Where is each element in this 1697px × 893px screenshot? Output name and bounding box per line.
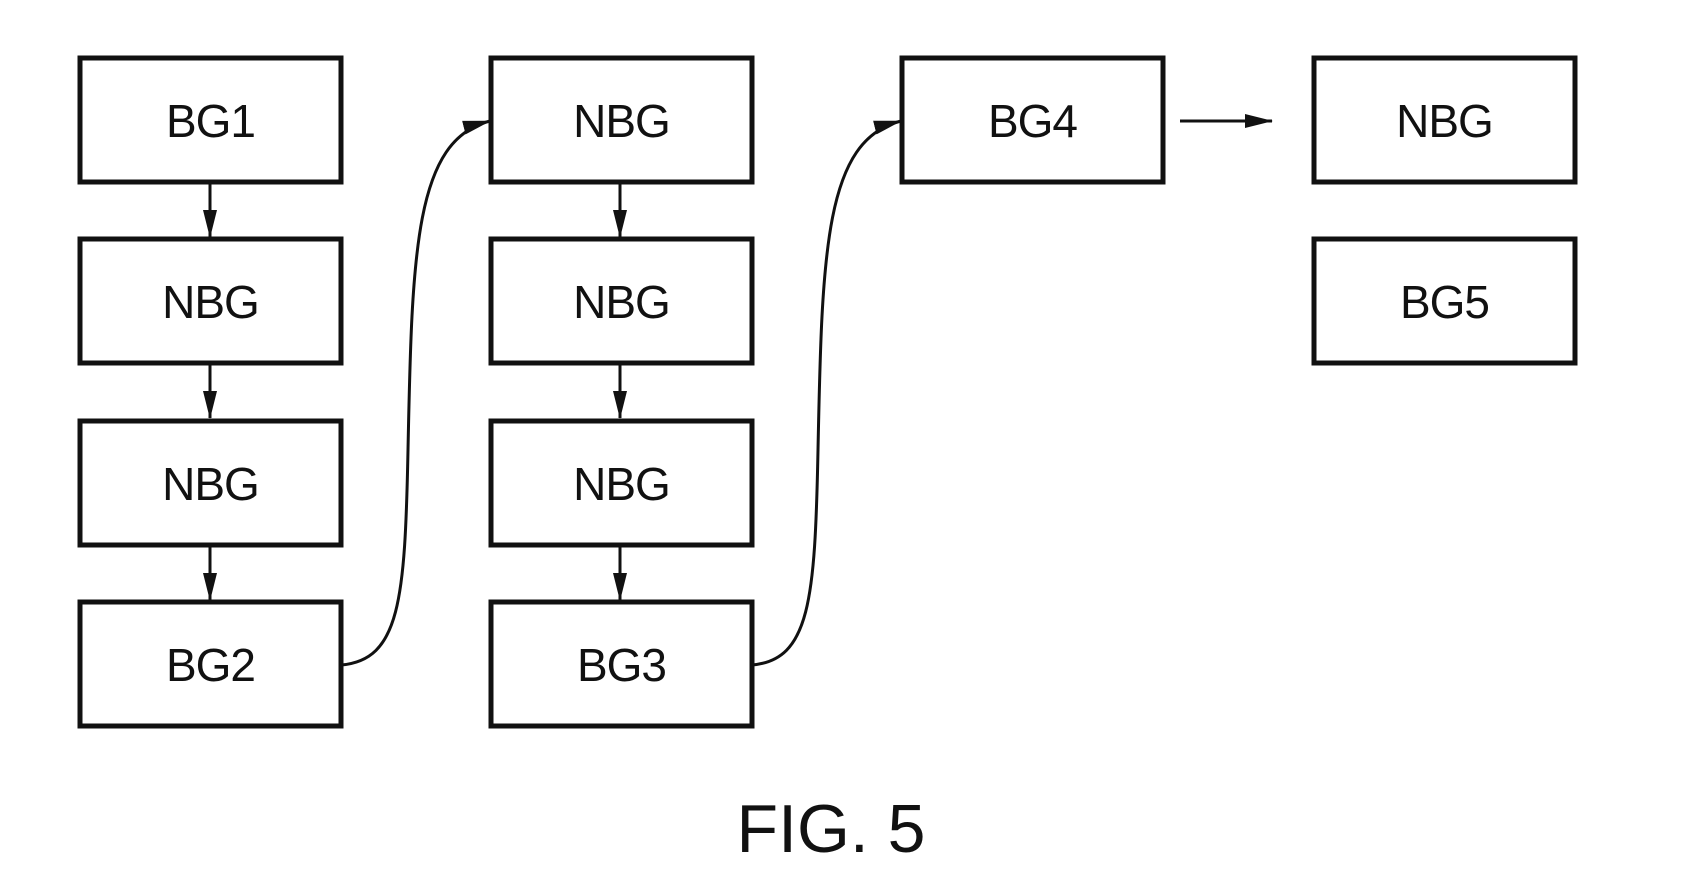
box-nbg-col2-row1: NBG — [488, 55, 755, 185]
box-nbg-col1-row3: NBG — [77, 418, 344, 548]
box-label: BG2 — [166, 639, 255, 691]
box-label: BG3 — [577, 639, 666, 691]
connectors — [203, 114, 1273, 667]
box-label: NBG — [573, 458, 670, 510]
box-nbg-col2-row2: NBG — [488, 236, 755, 366]
box-label: NBG — [573, 95, 670, 147]
box-bg4: BG4 — [899, 55, 1166, 185]
box-label: NBG — [573, 276, 670, 328]
arrow-bg3-to-bg4 — [751, 119, 902, 667]
box-label: BG4 — [988, 95, 1077, 147]
box-bg1: BG1 — [77, 55, 344, 185]
box-nbg-col4-row1: NBG — [1311, 55, 1578, 185]
box-label: NBG — [162, 458, 259, 510]
box-nbg-col1-row2: NBG — [77, 236, 344, 366]
box-label: NBG — [1396, 95, 1493, 147]
box-bg3: BG3 — [488, 599, 755, 729]
arrow-bg2-to-col2-top — [340, 119, 491, 667]
box-bg2: BG2 — [77, 599, 344, 729]
box-label: NBG — [162, 276, 259, 328]
figure-caption: FIG. 5 — [737, 791, 926, 867]
box-bg5: BG5 — [1311, 236, 1578, 366]
box-label: BG5 — [1400, 276, 1489, 328]
box-label: BG1 — [166, 95, 255, 147]
box-nbg-col2-row3: NBG — [488, 418, 755, 548]
